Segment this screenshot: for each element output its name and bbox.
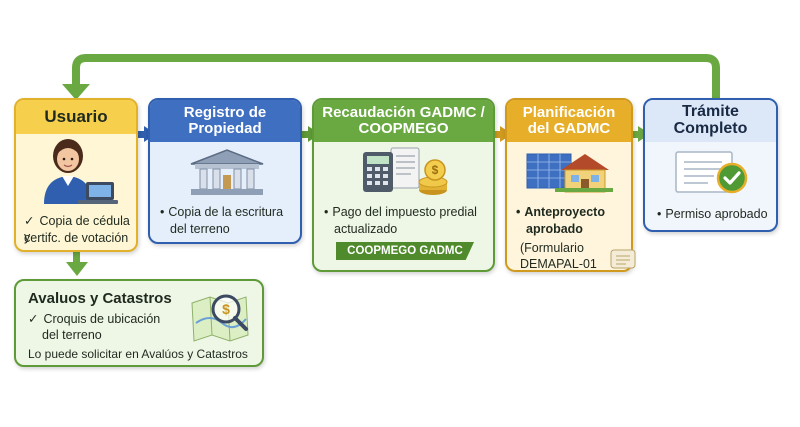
tramite-title: Trámite Completo [645, 100, 776, 142]
tramite-title-line1: Trámite [682, 103, 739, 121]
card-avaluos-catastros: Avaluos y Catastros Croquis de ubicación… [14, 279, 264, 367]
approved-certificate-icon [675, 151, 748, 194]
svg-text:$: $ [222, 301, 230, 317]
usuario-title: Usuario [16, 100, 136, 134]
house-blueprint-icon [526, 153, 613, 193]
tramite-title-line2: Completo [673, 120, 748, 137]
form-scroll-icon [610, 249, 636, 269]
card-recaudacion: Recaudación GADMC / COOPMEGO $ Pago del … [312, 98, 495, 272]
registro-title-line1: Registro de [183, 104, 267, 122]
recaudacion-title-line2: COOPMEGO [358, 120, 449, 137]
planificacion-req-line2: aprobado [526, 222, 583, 236]
usuario-req-line1: Copia de cédula y [24, 213, 136, 246]
registro-title: Registro de Propiedad [150, 100, 300, 142]
svg-text:$: $ [432, 163, 439, 177]
planificacion-title-line1: Planificación [522, 104, 616, 122]
avaluos-req-line2: del terreno [42, 328, 102, 342]
map-magnifier-icon: $ [191, 294, 249, 342]
arrow-usuario-avaluos [73, 250, 80, 264]
planificacion-req-line3: (Formulario [520, 241, 584, 255]
card-planificacion: Planificación del GADMC Anteproyecto apr… [505, 98, 633, 272]
calculator-coins-icon: $ [363, 147, 448, 195]
arrow-usuario-registro [134, 131, 146, 138]
avaluos-req-line1: Croquis de ubicación [28, 311, 188, 327]
recaudacion-req-line2: actualizado [334, 222, 398, 236]
planificacion-req-line1: Anteproyecto [516, 204, 630, 220]
arrow-recaudacion-planificacion [492, 131, 502, 138]
avaluos-req-line3: Lo puede solicitar en Avalúos y Catastro… [28, 347, 248, 361]
recaudacion-banner-text: COOPMEGO GADMC [347, 245, 463, 257]
tramite-result-line1: Permiso aprobado [657, 206, 776, 222]
building-icon [190, 149, 264, 195]
arrow-registro-recaudacion [300, 131, 310, 138]
arrow-planificacion-tramite [630, 131, 640, 138]
usuario-title-text: Usuario [44, 107, 108, 127]
card-usuario: Usuario Copia de cédula y certifc. de vo… [14, 98, 138, 252]
card-tramite-completo: Trámite Completo Permiso aprobado [643, 98, 778, 232]
avaluos-title: Avaluos y Catastros [28, 290, 172, 307]
recaudacion-req-line1: Pago del impuesto predial [324, 204, 492, 220]
planificacion-title: Planificación del GADMC [507, 100, 631, 142]
user-at-laptop-icon [44, 139, 118, 204]
recaudacion-title: Recaudación GADMC / COOPMEGO [314, 100, 493, 142]
return-arrowhead [62, 84, 90, 100]
usuario-req-line2: certifc. de votación [24, 231, 129, 245]
planificacion-title-line2: del GADMC [527, 120, 611, 137]
planificacion-req-line4: DEMAPAL-01 [520, 257, 597, 271]
registro-title-line2: Propiedad [188, 120, 262, 137]
recaudacion-title-line1: Recaudación GADMC / [322, 104, 485, 122]
registro-req-line1: Copia de la escritura [160, 204, 300, 220]
return-arrow [72, 54, 720, 102]
recaudacion-banner: COOPMEGO GADMC [336, 242, 474, 260]
registro-req-line2: del terreno [170, 222, 230, 236]
arrow-usuario-avaluos-head [66, 262, 88, 276]
card-registro-propiedad: Registro de Propiedad Copia de la escrit… [148, 98, 302, 244]
